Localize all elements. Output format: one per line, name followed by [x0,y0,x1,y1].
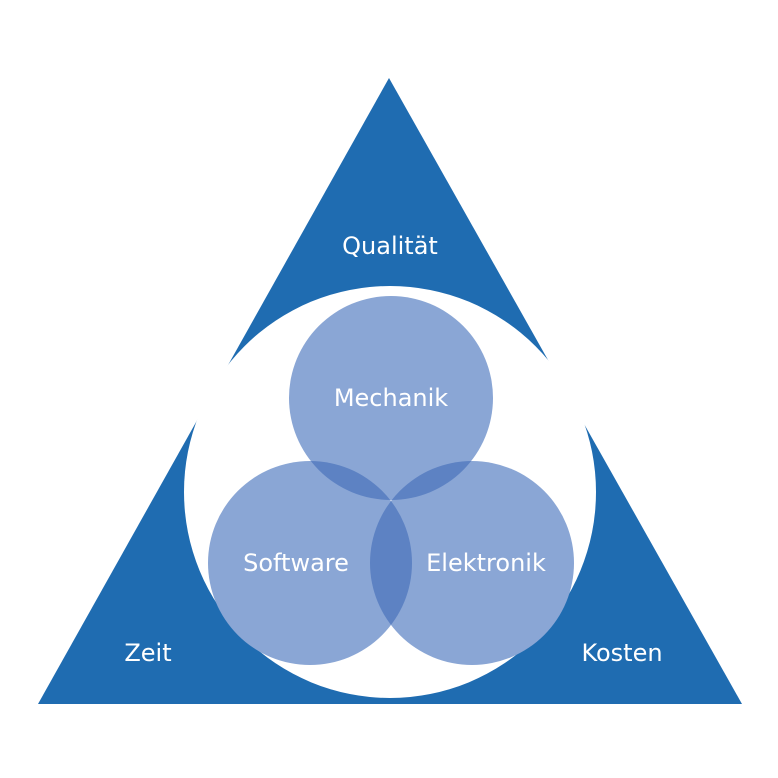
label-software: Software [243,549,349,577]
label-qualitaet: Qualität [342,232,438,260]
label-zeit: Zeit [124,639,172,667]
circle-software [208,461,412,665]
circle-mechanik [289,296,493,500]
label-elektronik: Elektronik [426,549,546,577]
circle-elektronik [370,461,574,665]
label-mechanik: Mechanik [333,384,449,412]
label-kosten: Kosten [581,639,663,667]
